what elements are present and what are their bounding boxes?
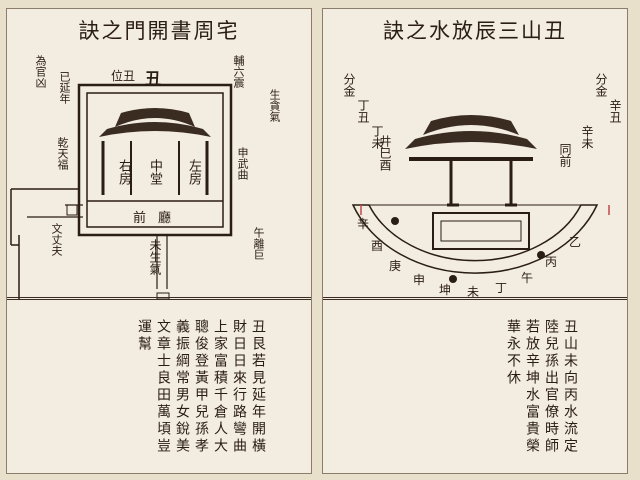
note-left-2: 丁丑 — [356, 99, 370, 123]
note-left-1: 分金 — [342, 73, 356, 97]
left-divider — [7, 297, 311, 300]
right-title: 訣之水放辰三山丑 — [383, 19, 567, 43]
inner-note-right: 同前 — [558, 143, 572, 167]
note-left-3: 丁未 — [370, 125, 384, 149]
label-s1: 未生氣 — [148, 239, 162, 275]
label-w2: 生貪氣 — [268, 89, 281, 122]
inner-note-left: 井巳酉 — [378, 135, 392, 171]
inner-wall — [86, 92, 224, 228]
poem-line: 聰俊登黃甲兒孫孝 — [193, 319, 209, 455]
poem-line: 丑艮若見延年開橫 — [250, 319, 266, 455]
poem-line: 華永不休 — [505, 319, 521, 387]
ring-char: 辛 — [357, 217, 370, 231]
room-right: 右房 — [116, 159, 131, 185]
poem-line: 若放辛坤水富貴榮 — [524, 319, 540, 455]
right-panel: 訣之水放辰三山丑 分金 丁丑 丁未 分金 辛丑 辛未 井巳酉 同前 辛 酉 庚 … — [322, 8, 628, 474]
note-right-3: 辛未 — [580, 125, 594, 149]
side-road — [10, 188, 79, 299]
ring-char: 酉 — [371, 239, 384, 253]
house-diagram — [10, 83, 233, 300]
poem-line: 上家富積千倉人大 — [212, 319, 228, 455]
left-poem: 丑艮若見延年開橫 財日日來行路彎曲 上家富積千倉人大 聰俊登黃甲兒孫孝 義振綱常… — [136, 319, 266, 455]
ring-char: 乙 — [569, 235, 582, 249]
note-right-1: 分金 — [594, 73, 608, 97]
outer-wall — [77, 83, 233, 237]
ring-char: 丁 — [495, 281, 508, 295]
poem-line: 運幫 — [136, 319, 152, 353]
right-poem: 丑山未向丙水流定 陸兒孫出官僚時師 若放辛坤水富貴榮 華永不休 — [505, 319, 578, 455]
left-panel: 訣之門開書周宅 丑 位丑 中堂 右房 左房 前廳 輔六震 為官凶 乾天福 文丈夫… — [6, 8, 312, 474]
water-diagram — [351, 115, 610, 283]
position-label: 位丑 — [111, 69, 136, 83]
ring-char: 丙 — [545, 255, 558, 269]
label-n3: 乾天福 — [56, 137, 69, 170]
ring-char: 未 — [467, 285, 480, 299]
label-n1: 輔六震 — [232, 55, 245, 88]
ring-char: 庚 — [389, 259, 402, 273]
note-right-2: 辛丑 — [608, 99, 622, 123]
gate-roof-icon — [405, 115, 537, 207]
poem-line: 陸兒孫出官僚時師 — [543, 319, 559, 455]
ring-char: 午 — [521, 271, 534, 285]
ring-char: 坤 — [439, 283, 452, 297]
right-divider — [323, 297, 627, 300]
top-marker: 丑 — [145, 69, 162, 88]
ring-char: 申 — [413, 273, 426, 287]
pavilion-roof-icon — [99, 108, 211, 195]
left-title: 訣之門開書周宅 — [78, 19, 240, 43]
room-front-hall: 前廳 — [133, 211, 184, 226]
poem-line: 文章士良田萬頃豈 — [155, 319, 171, 455]
pool — [432, 212, 530, 250]
label-w1: 已延年 — [58, 71, 71, 104]
label-e1: 申武曲 — [236, 147, 249, 180]
compass-ring — [351, 204, 599, 274]
room-main-hall: 中堂 — [147, 159, 162, 185]
label-n2: 為官凶 — [34, 55, 47, 88]
poem-line: 財日日來行路彎曲 — [231, 319, 247, 455]
label-e2: 午離巨 — [252, 227, 265, 260]
label-n4: 文丈夫 — [50, 223, 63, 256]
poem-line: 義振綱常男女銳美 — [174, 319, 190, 455]
room-left: 左房 — [186, 159, 201, 185]
poem-line: 丑山未向丙水流定 — [562, 319, 578, 455]
